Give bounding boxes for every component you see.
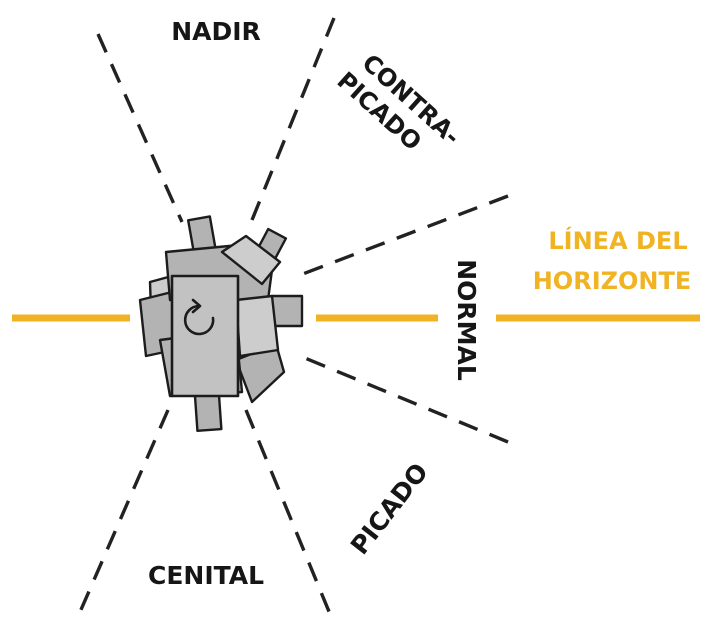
- label-horizon-line2: HORIZONTE: [533, 267, 692, 295]
- label-picado: PICADO: [345, 458, 434, 560]
- label-nadir: NADIR: [171, 17, 261, 46]
- subject-object: [138, 215, 304, 432]
- nadir-line-left: [96, 33, 184, 223]
- label-contrapicado: CONTRA- PICADO: [332, 49, 466, 157]
- label-normal: NORMAL: [452, 259, 481, 381]
- rotate-arrow-icon: [183, 298, 215, 336]
- object-right-peg: [270, 294, 304, 328]
- label-cenital: CENITAL: [148, 561, 264, 590]
- label-horizon-line1: LÍNEA DEL: [548, 226, 687, 255]
- nadir-line-right: [250, 17, 336, 221]
- normal-line-bottom: [299, 354, 509, 444]
- angle-lines: [78, 17, 509, 615]
- cenital-line-right: [244, 409, 332, 615]
- label-horizon: LÍNEA DEL HORIZONTE: [533, 226, 692, 295]
- object-top-wing: [220, 234, 282, 286]
- object-main-body: [170, 274, 240, 398]
- cenital-line-left: [78, 409, 170, 613]
- normal-line-top: [299, 194, 509, 277]
- object-right-panel: [234, 294, 280, 358]
